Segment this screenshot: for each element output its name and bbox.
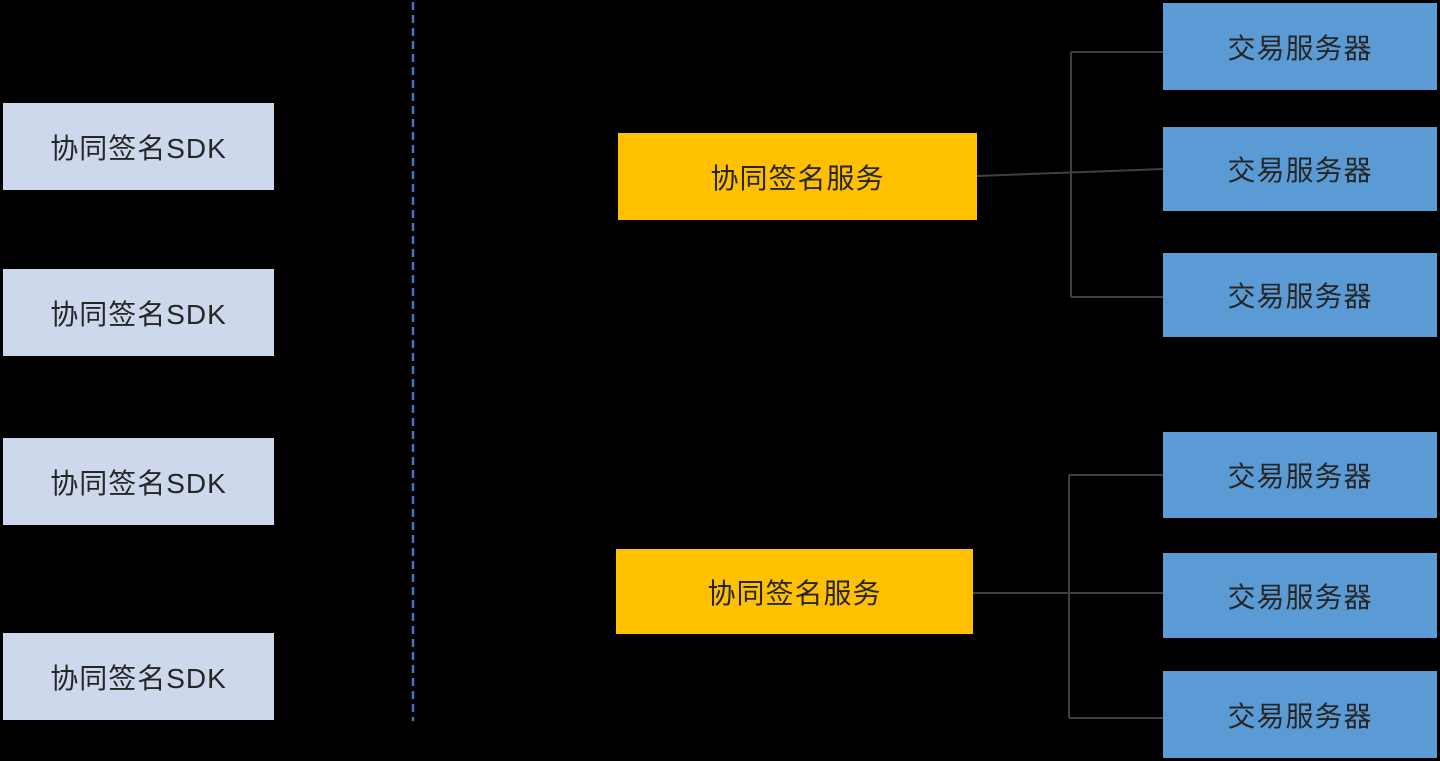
- sdk-node-3-label: 协同签名SDK: [50, 467, 227, 499]
- sdk-node-4-label: 协同签名SDK: [50, 662, 227, 694]
- service-node-2-label: 协同签名服务: [707, 577, 882, 609]
- service-node-1-label: 协同签名服务: [710, 162, 885, 194]
- server-node-4: 交易服务器: [1163, 432, 1437, 518]
- server-node-3: 交易服务器: [1163, 253, 1437, 337]
- server-node-2: 交易服务器: [1163, 127, 1437, 211]
- service-node-1: 协同签名服务: [618, 133, 977, 220]
- server-node-3-label: 交易服务器: [1227, 281, 1373, 312]
- sdk-node-1: 协同签名SDK: [3, 103, 274, 190]
- server-node-1: 交易服务器: [1163, 3, 1437, 90]
- sdk-node-4: 协同签名SDK: [3, 633, 274, 720]
- sdk-node-2: 协同签名SDK: [3, 269, 274, 356]
- server-node-5-label: 交易服务器: [1227, 581, 1373, 613]
- server-node-6-label: 交易服务器: [1227, 700, 1373, 732]
- sdk-node-2-label: 协同签名SDK: [50, 298, 227, 330]
- server-node-5: 交易服务器: [1163, 553, 1437, 638]
- sdk-node-3: 协同签名SDK: [3, 438, 274, 525]
- server-node-2-label: 交易服务器: [1227, 155, 1373, 186]
- server-node-4-label: 交易服务器: [1227, 461, 1373, 492]
- service-node-2: 协同签名服务: [616, 549, 973, 634]
- cluster1-service-line: [976, 168, 1164, 177]
- server-node-1-label: 交易服务器: [1227, 32, 1373, 64]
- sdk-node-1-label: 协同签名SDK: [50, 132, 227, 164]
- server-node-6: 交易服务器: [1163, 671, 1437, 758]
